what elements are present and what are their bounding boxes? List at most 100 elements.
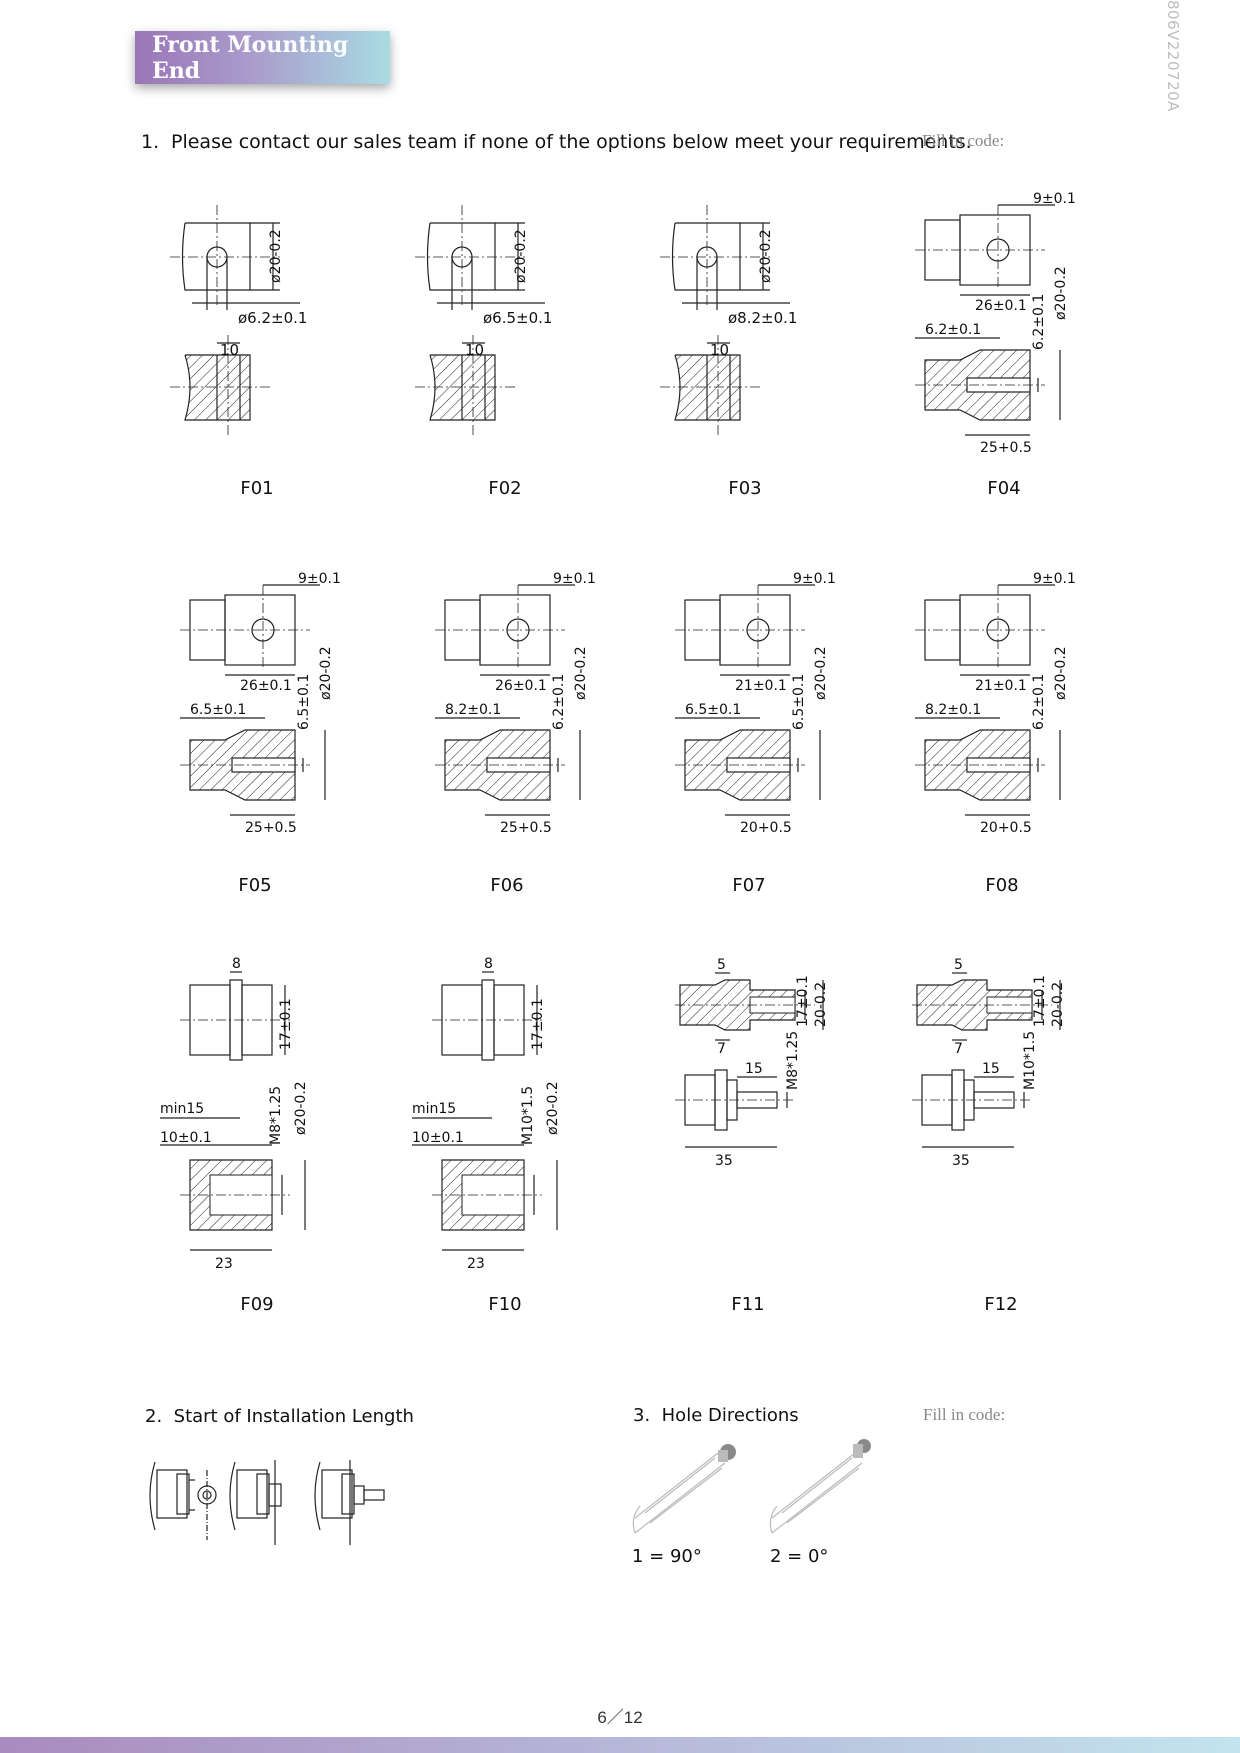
hole-direction-90: 1 = 90° xyxy=(632,1546,702,1567)
drawing-f03: ø20-0.2 ø8.2±0.1 10 xyxy=(660,195,850,465)
top-dimension: 9±0.1 xyxy=(298,571,341,587)
depth-dimension: 25+0.5 xyxy=(980,440,1032,456)
hole-dimension: 8.2±0.1 xyxy=(925,702,981,718)
length-dimension: 21±0.1 xyxy=(975,678,1027,694)
width-label: 10 xyxy=(465,341,484,359)
top-dimension: 8 xyxy=(232,956,241,972)
hole-direction-drawing xyxy=(632,1439,871,1534)
thread-dimension: M10*1.5 xyxy=(520,1086,536,1145)
hole-direction-0: 2 = 0° xyxy=(770,1546,829,1567)
page-number: 6／12 xyxy=(597,1708,643,1727)
diameter-label: ø20-0.2 xyxy=(513,229,529,283)
hole-label: ø6.2±0.1 xyxy=(238,309,307,327)
depth-dimension: 20+0.5 xyxy=(980,820,1032,836)
diameter-dimension: ø20-0.2 xyxy=(1053,266,1069,320)
flat-dimension: 17±0.1 xyxy=(530,998,546,1050)
five-dimension: 5 xyxy=(954,957,963,973)
top-dimension: 8 xyxy=(484,956,493,972)
flat-dimension: 17±0.1 xyxy=(795,975,811,1027)
length-dimension: 23 xyxy=(215,1256,233,1270)
top-dimension: 9±0.1 xyxy=(793,571,836,587)
length-dimension: 35 xyxy=(952,1153,970,1169)
installation-length-drawings xyxy=(145,1450,415,1550)
thread-dimension: M8*1.25 xyxy=(785,1031,801,1090)
length-dimension: 26±0.1 xyxy=(975,298,1027,314)
width-label: 10 xyxy=(220,341,239,359)
seven-dimension: 7 xyxy=(717,1041,726,1057)
fill-in-code-label: Fill in code: xyxy=(922,131,1005,150)
option-code: F06 xyxy=(490,875,524,896)
hole-label: ø8.2±0.1 xyxy=(728,309,797,327)
pin-end-drawing: ø20-0.2ø6.5±0.110 xyxy=(415,205,552,435)
drawing-f01: ø20-0.2 ø6.2±0.1 10 xyxy=(170,195,360,465)
fifteen-dimension: 15 xyxy=(982,1061,1000,1077)
clevis-end-drawing: 9±0.1 21±0.1 8.2±0.1 20+0.5 6.2±0.1 ø20-0.2 xyxy=(915,571,1076,836)
option-code: F02 xyxy=(488,478,522,499)
hole-direction-drawings xyxy=(630,1438,890,1538)
installation-length-drawing xyxy=(149,1460,385,1545)
thread-end-drawing: 8 17±0.1 min15 10±0.1 23 M10*1.5 ø20-0.2 xyxy=(412,956,561,1270)
document-code: 806V220720A xyxy=(1164,0,1182,112)
diameter-dimension: ø20-0.2 xyxy=(545,1081,561,1135)
length-dimension: 21±0.1 xyxy=(735,678,787,694)
option-code: F08 xyxy=(985,875,1019,896)
pin-end-drawing: ø20-0.2 ø8.2±0.1 10 xyxy=(660,205,797,435)
pin-end-drawing: ø20-0.2 ø6.2±0.1 10 xyxy=(170,205,307,435)
diameter-dimension: 20-0.2 xyxy=(813,982,829,1027)
hole-dimension: 6.2±0.1 xyxy=(925,322,981,338)
min-dimension: min15 xyxy=(412,1101,456,1117)
diameter-dimension: ø20-0.2 xyxy=(573,646,589,700)
diameter-dimension: 20-0.2 xyxy=(1050,982,1066,1027)
option-code: F11 xyxy=(731,1294,765,1315)
option-code: F09 xyxy=(240,1294,274,1315)
diameter-dimension: ø20-0.2 xyxy=(293,1081,309,1135)
ten-dimension: 10±0.1 xyxy=(412,1130,464,1146)
min-dimension: min15 xyxy=(160,1101,204,1117)
section1-note: 1.Please contact our sales team if none … xyxy=(141,131,972,153)
diameter-dimension: ø20-0.2 xyxy=(318,646,334,700)
seven-dimension: 7 xyxy=(954,1041,963,1057)
diameter-label: ø20-0.2 xyxy=(758,229,774,283)
length-dimension: 35 xyxy=(715,1153,733,1169)
option-code: F04 xyxy=(987,478,1021,499)
width-label: 10 xyxy=(710,341,729,359)
depth-dimension: 20+0.5 xyxy=(740,820,792,836)
thread-dimension: M10*1.5 xyxy=(1022,1031,1038,1090)
ten-dimension: 10±0.1 xyxy=(160,1130,212,1146)
length-dimension: 23 xyxy=(467,1256,485,1270)
thread-dimension: M8*1.25 xyxy=(268,1086,284,1145)
diameter-label: ø20-0.2 xyxy=(268,229,284,283)
top-dimension: 9±0.1 xyxy=(1033,571,1076,587)
fill-in-code-label-3: Fill in code: xyxy=(923,1405,1006,1424)
section2-heading: 2. Start of Installation Length xyxy=(145,1406,414,1427)
hole-dimension: 8.2±0.1 xyxy=(445,702,501,718)
length-dimension: 26±0.1 xyxy=(240,678,292,694)
diameter-dimension: ø20-0.2 xyxy=(1053,646,1069,700)
option-code: F10 xyxy=(488,1294,522,1315)
slot-dimension: 6.5±0.1 xyxy=(296,674,312,730)
page-title: Front Mounting End xyxy=(152,31,349,84)
depth-dimension: 25+0.5 xyxy=(245,820,297,836)
section3-heading: 3. Hole Directions xyxy=(633,1405,799,1426)
hole-dimension: 6.5±0.1 xyxy=(685,702,741,718)
slot-dimension: 6.2±0.1 xyxy=(1031,674,1047,730)
drawing-f08: 9±0.1 21±0.1 8.2±0.1 20+0.5 6.2±0.1 ø20-0.2 xyxy=(905,570,1095,850)
flat-dimension: 17±0.1 xyxy=(1032,975,1048,1027)
slot-dimension: 6.2±0.1 xyxy=(1031,294,1047,350)
top-dimension: 9±0.1 xyxy=(1033,191,1076,207)
option-code: F12 xyxy=(984,1294,1018,1315)
option-code: F03 xyxy=(728,478,762,499)
